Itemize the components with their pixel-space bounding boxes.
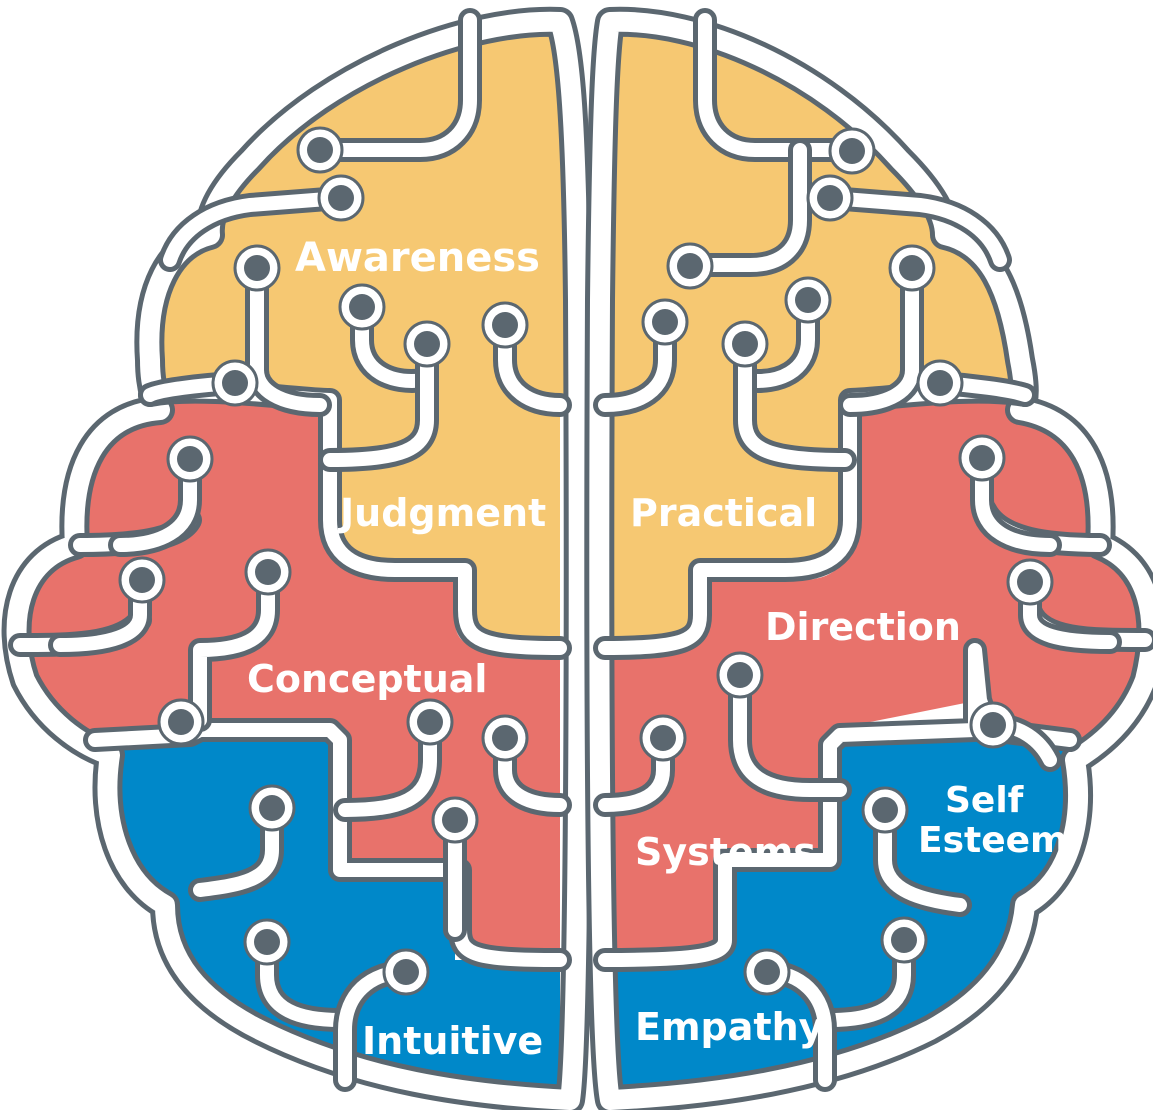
right-hemisphere: Practical Direction Systems Self Esteem … [584,6,1153,1110]
circuit-node [888,244,936,292]
circuit-node [157,698,205,746]
circuit-node [338,283,386,331]
circuit-node [1006,558,1054,606]
left-circuit-nodes [118,126,529,996]
circuit-node [721,320,769,368]
circuit-node [743,948,791,996]
judgment-label: Judgment [337,491,546,535]
circuit-node [403,320,451,368]
circuit-node [481,714,529,762]
circuit-node [382,948,430,996]
practical-label: Practical [630,491,817,535]
circuit-node [118,556,166,604]
circuit-node [806,174,854,222]
circuit-node [431,796,479,844]
circuit-node [716,651,764,699]
circuit-node [317,174,365,222]
circuit-node [639,714,687,762]
circuit-node [958,434,1006,482]
left-hemisphere: Awareness Judgment Conceptual Intuitive [1,6,594,1110]
circuit-node [166,435,214,483]
circuit-node [244,548,292,596]
conceptual-label: Conceptual [247,657,487,701]
circuit-node [969,701,1017,749]
self-esteem-label-line1: Self [945,780,1024,821]
circuit-node [666,242,714,290]
circuit-node [243,918,291,966]
systems-label: Systems [635,830,816,874]
right-circuit-nodes [639,127,1054,996]
awareness-label: Awareness [295,235,540,281]
direction-label: Direction [765,605,961,649]
circuit-node [784,276,832,324]
circuit-node [248,784,296,832]
circuit-node [641,298,689,346]
circuit-node [211,359,259,407]
circuit-node [861,786,909,834]
intuitive-label: Intuitive [362,1019,543,1063]
circuit-node [296,126,344,174]
circuit-node [406,698,454,746]
circuit-node [880,916,928,964]
circuit-node [233,244,281,292]
circuit-node [916,359,964,407]
self-esteem-label-line2: Esteem [918,820,1068,861]
circuit-node [828,127,876,175]
circuit-node [481,301,529,349]
empathy-label: Empathy [635,1005,824,1049]
